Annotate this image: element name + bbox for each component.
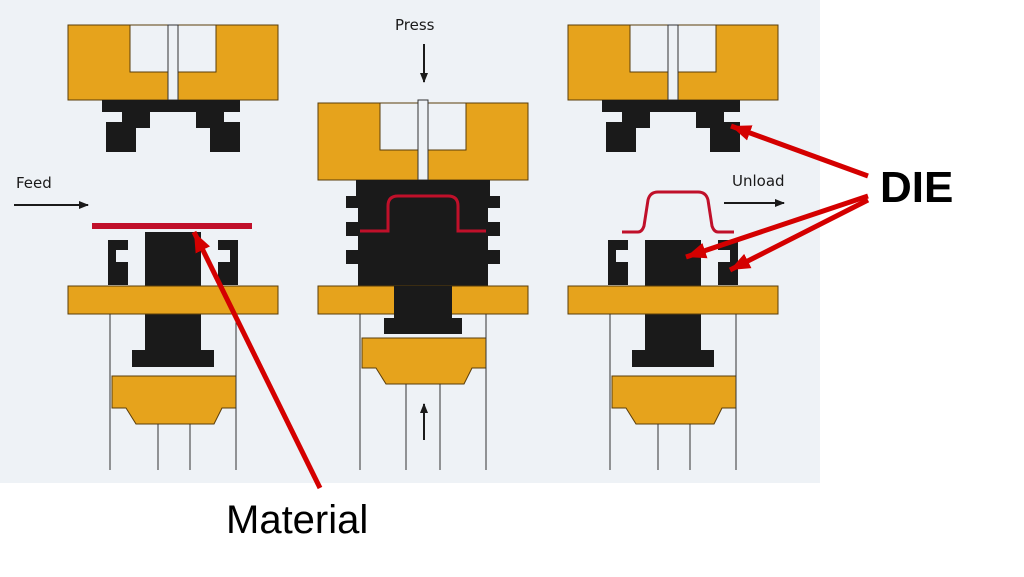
upper-die-block (317, 102, 529, 181)
lower-punch-base (632, 350, 714, 367)
stage-press: Press (317, 16, 529, 470)
material-label: Material (226, 498, 368, 542)
die-label: DIE (880, 163, 953, 212)
support-lines (359, 314, 487, 470)
punch-shaft (667, 24, 679, 101)
feed-label: Feed (16, 174, 52, 192)
die-callout: DIE (685, 123, 953, 273)
punch-shaft (167, 24, 179, 101)
closed-die-tool (346, 180, 500, 286)
die-callout-arrow-punch (685, 193, 869, 260)
formed-material (360, 194, 486, 233)
lower-die-tool (108, 240, 238, 285)
material-callout-arrow (191, 230, 323, 490)
stage-unload: Unload (567, 24, 785, 470)
lower-punch-base (132, 350, 214, 367)
material-sheet (92, 223, 252, 229)
unload-label: Unload (732, 172, 785, 190)
ejected-part (622, 190, 734, 234)
upper-die-tool (602, 100, 740, 152)
upper-die-block (67, 24, 279, 101)
die-callout-arrow-lower (728, 197, 870, 273)
stage-feed: Feed (14, 24, 279, 470)
upper-die-tool (102, 100, 240, 152)
punch-shaft (417, 99, 429, 181)
lower-punch-base (384, 318, 462, 334)
holder-plate (567, 285, 779, 315)
material-callout: Material (191, 230, 368, 542)
holder-plate (67, 285, 279, 315)
support-lines (109, 314, 237, 470)
die-callout-arrow-upper (730, 123, 869, 179)
press-label: Press (395, 16, 435, 34)
support-lines (609, 314, 737, 470)
upper-die-block (567, 24, 779, 101)
